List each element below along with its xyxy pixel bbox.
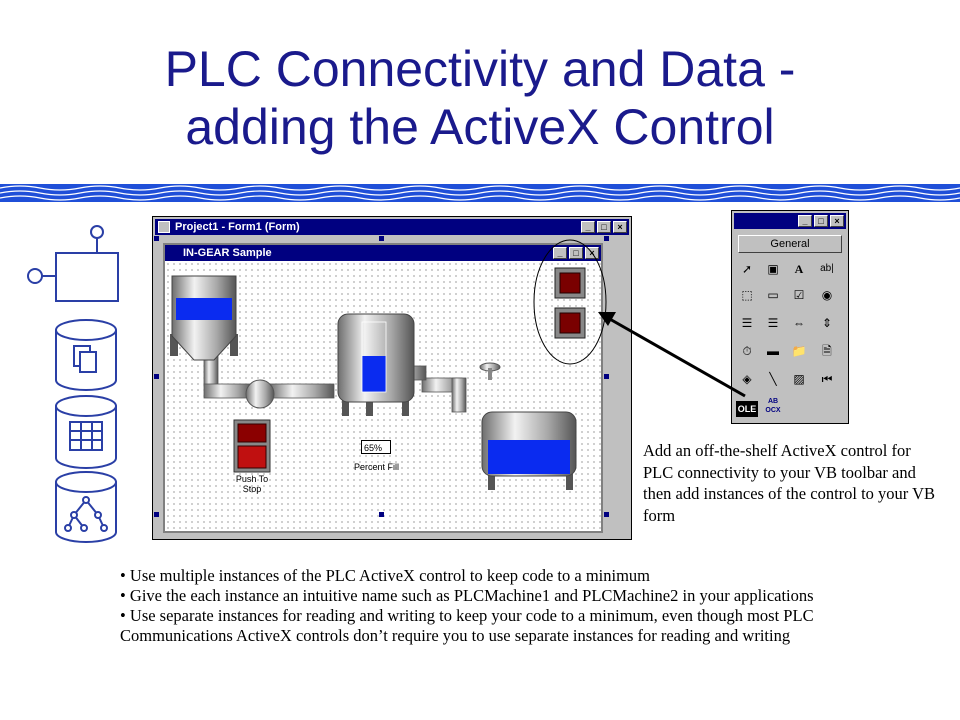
toolbox-caption: Add an off-the-shelf ActiveX control for… <box>643 441 936 525</box>
slide-title-line-1: PLC Connectivity and Data - <box>164 41 796 97</box>
resize-handle[interactable] <box>379 236 384 241</box>
hopper-level <box>176 298 232 320</box>
center-tank-level <box>362 356 386 392</box>
image-icon[interactable]: ▨ <box>793 372 805 386</box>
center-tank <box>337 313 415 416</box>
vb-form-titlebar[interactable]: Project1 - Form1 (Form) _ □ × <box>155 219 629 235</box>
plc-activex-control-2 <box>554 307 586 339</box>
percent-fill-label: Percent Fill <box>354 462 400 472</box>
vscroll-icon[interactable]: ⇕ <box>821 316 833 330</box>
database-table-icon <box>55 395 117 469</box>
in-gear-titlebar[interactable]: IN-GEAR Sample _ □ × <box>165 245 601 261</box>
ole-icon[interactable]: OLE <box>736 401 758 417</box>
stop-label: Stop <box>242 484 262 494</box>
bullet-list: • Use multiple instances of the PLC Acti… <box>120 566 920 646</box>
textbox-tool-icon[interactable]: ab| <box>820 263 834 274</box>
frame-icon[interactable]: ⬚ <box>741 288 753 302</box>
resize-handle[interactable] <box>154 374 159 379</box>
pump-icon <box>245 379 275 409</box>
toolbox-titlebar[interactable]: _ □ × <box>734 213 846 229</box>
list-box-icon[interactable]: ☰ <box>767 316 779 330</box>
drive-list-icon[interactable]: ▬ <box>767 344 779 358</box>
push-to-label: Push To <box>235 474 269 484</box>
pipe <box>203 345 467 413</box>
minimize-button[interactable]: _ <box>581 221 595 233</box>
resize-handle[interactable] <box>154 236 159 241</box>
label-tool-icon[interactable]: A <box>794 262 804 276</box>
close-button[interactable]: × <box>613 221 627 233</box>
pointer-arrow <box>598 312 746 398</box>
data-control-icon[interactable]: ⏮ <box>821 372 833 386</box>
controls-highlight-ellipse <box>533 239 607 365</box>
network-node-icon <box>27 225 119 302</box>
right-tank-level <box>488 440 570 474</box>
slide-title-line-2: adding the ActiveX Control <box>185 99 775 155</box>
wave-divider <box>0 184 960 202</box>
hopper-tank <box>170 275 238 361</box>
command-button-icon[interactable]: ▭ <box>767 288 779 302</box>
vb-form-title: Project1 - Form1 (Form) <box>175 221 300 233</box>
toolbox-minimize-button[interactable]: _ <box>798 215 812 227</box>
plc-ocx-icon[interactable]: AB OCX <box>765 398 781 414</box>
toolbox-maximize-button[interactable]: □ <box>814 215 828 227</box>
database-network-icon <box>55 471 117 543</box>
resize-handle[interactable] <box>154 512 159 517</box>
form-icon <box>158 221 170 233</box>
stop-button-graphic <box>233 419 271 473</box>
dir-list-icon[interactable]: 📁 <box>791 344 807 358</box>
left-decoration <box>27 225 119 543</box>
inner-maximize-button[interactable]: □ <box>569 247 583 259</box>
database-documents-icon <box>55 319 117 391</box>
toolbox-close-button[interactable]: × <box>830 215 844 227</box>
bullet-item: • Give the each instance an intuitive na… <box>120 586 814 605</box>
picture-box-icon[interactable]: ▣ <box>767 262 779 276</box>
maximize-button[interactable]: □ <box>597 221 611 233</box>
bullet-item: • Use multiple instances of the PLC Acti… <box>120 566 651 585</box>
vb-toolbox[interactable]: _ □ × General ➚ ▣ A ab| ⬚ ▭ ☑ ◉ ☰ ☰ ⇔ ⇕ … <box>731 210 849 424</box>
in-gear-title: IN-GEAR Sample <box>183 247 272 259</box>
resize-handle[interactable] <box>379 512 384 517</box>
bullet-item: • Use separate instances for reading and… <box>120 606 814 645</box>
percent-fill-textbox[interactable]: 65% <box>361 440 391 454</box>
option-button-icon[interactable]: ◉ <box>821 288 833 302</box>
toolbox-general-tab[interactable]: General <box>738 235 842 253</box>
resize-handle[interactable] <box>604 236 609 241</box>
right-tank <box>481 411 577 490</box>
checkbox-icon[interactable]: ☑ <box>793 288 805 302</box>
resize-handle[interactable] <box>604 512 609 517</box>
resize-handle[interactable] <box>604 374 609 379</box>
process-diagram <box>170 239 607 490</box>
file-list-icon[interactable]: 🗎 <box>822 344 832 358</box>
hscroll-icon[interactable]: ⇔ <box>793 316 805 330</box>
plc-activex-control-1 <box>554 267 586 299</box>
pointer-icon[interactable]: ➚ <box>741 262 753 276</box>
line-icon[interactable]: ╲ <box>769 372 777 386</box>
valve-icon <box>479 362 501 380</box>
combo-box-icon[interactable]: ☰ <box>741 316 753 330</box>
timer-icon[interactable]: ⏱ <box>742 344 752 358</box>
shape-icon[interactable]: ◈ <box>742 372 752 386</box>
inner-minimize-button[interactable]: _ <box>553 247 567 259</box>
